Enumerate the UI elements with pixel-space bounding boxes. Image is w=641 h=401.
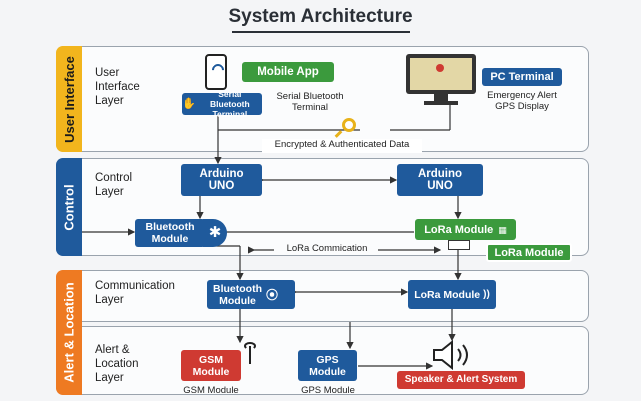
communication-layer-label: Communication Layer [95,280,175,306]
gps-module-caption: GPS Module [301,385,355,396]
serial-bluetooth-terminal-node[interactable]: ✋ Serial Bluetooth Terminal [182,89,262,119]
ui-layer-tab: User Interface [56,46,82,152]
pc-terminal-node[interactable]: PC Terminal [482,68,562,86]
gsm-antenna-icon [244,342,256,364]
alert-location-layer-label: Alert & Location Layer [95,344,139,384]
bluetooth-module-control-node[interactable]: Bluetooth Module [135,219,205,247]
lora-chip-connector [448,240,470,250]
monitor-base [424,101,458,105]
alert-location-tab: Alert & Location [56,270,82,395]
monitor-map-icon [406,54,476,94]
mobile-app-node[interactable]: Mobile App [242,62,334,82]
chip-icon: ▦ [498,224,507,235]
signal-waves-icon: ⦿ [266,287,279,302]
bluetooth-module-comm-node[interactable]: Bluetooth Module ⦿ [207,280,295,309]
title-underline [232,31,410,33]
monitor-stand [434,94,448,102]
control-layer-tab: Control [56,158,82,256]
lora-module-comm-node[interactable]: LoRa Module )) [408,280,496,309]
bluetooth-icon: ✱ [203,219,227,247]
pc-terminal-caption: Emergency Alert GPS Display [487,90,557,112]
lora-communication-label: LoRa Commication [286,243,368,254]
lora-module-control-secondary-node[interactable]: LoRa Module [486,243,572,262]
lora-module-control-node[interactable]: LoRa Module▦ [415,219,516,240]
diagram-title: System Architecture [228,6,413,27]
communication-layer-panel [56,270,589,322]
arduino-uno-left-node[interactable]: Arduino UNO [181,164,262,196]
hand-phone-icon: ✋ [182,98,196,110]
encrypted-data-label: Encrypted & Authenticated Data [262,139,422,153]
antenna-signal-icon: )) [483,288,490,300]
ui-layer-label: User Interface Layer [95,67,140,107]
serial-terminal-caption: Serial Bluetooth Terminal [276,91,344,113]
arduino-uno-right-node[interactable]: Arduino UNO [397,164,483,196]
gsm-module-node[interactable]: GSM Module [181,350,241,381]
key-icon [342,118,356,132]
gps-module-node[interactable]: GPS Module [298,350,357,381]
gsm-module-caption: GSM Module [183,385,239,396]
control-layer-label: Control Layer [95,172,133,198]
speaker-alert-system-node[interactable]: Speaker & Alert System [397,371,525,389]
smartphone-icon [205,54,227,90]
speaker-icon [432,339,480,371]
